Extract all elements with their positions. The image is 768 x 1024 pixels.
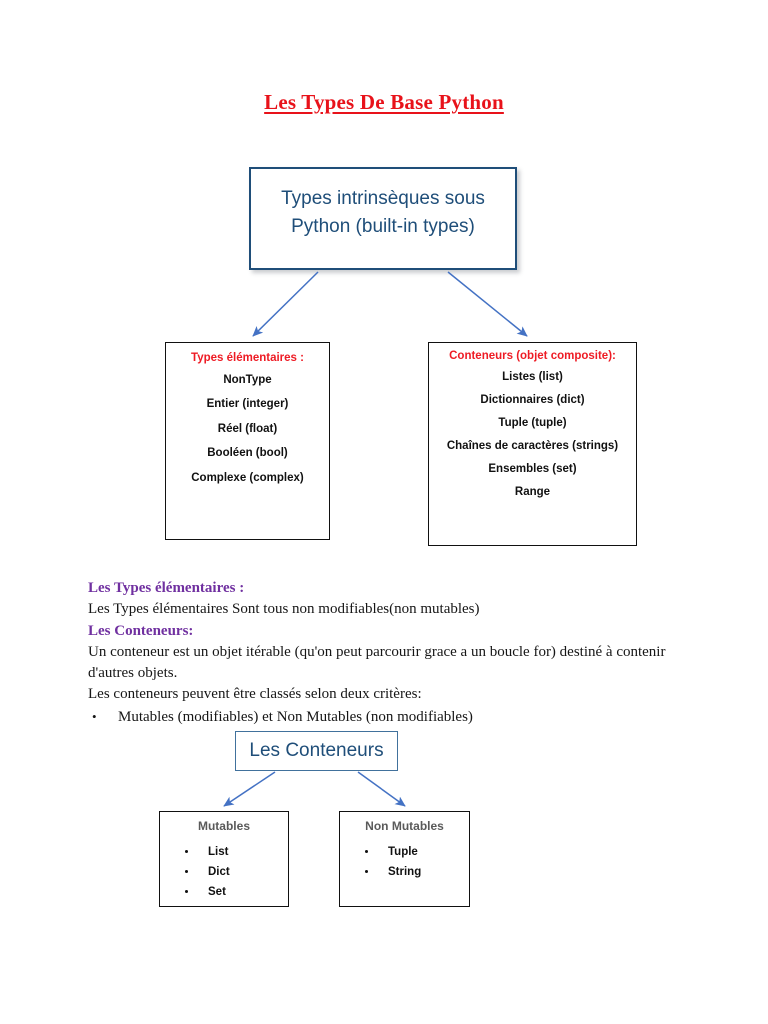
node-builtin-types-label: Types intrinsèques sous Python (built-in… — [281, 185, 485, 252]
containers-item: Listes (list) — [502, 371, 563, 383]
body-text-block: Les Types élémentaires : Les Types éléme… — [88, 578, 688, 728]
containers-item: Ensembles (set) — [488, 463, 577, 475]
node-elementary-types: Types élémentaires : NonType Entier (int… — [165, 342, 330, 540]
bullet-item-text: Mutables (modifiables) et Non Mutables (… — [118, 708, 473, 725]
subheading-containers: Les Conteneurs: — [88, 622, 194, 639]
node-builtin-types: Types intrinsèques sous Python (built-in… — [249, 167, 517, 270]
node-mutables: Mutables List Dict Set — [159, 811, 289, 907]
containers-heading: Conteneurs (objet composite): — [449, 350, 616, 362]
node-containers: Conteneurs (objet composite): Listes (li… — [428, 342, 637, 546]
paragraph-containers-line1: Un conteneur est un objet itérable (qu'o… — [88, 643, 666, 660]
subheading-elementary: Les Types élémentaires : — [88, 580, 245, 596]
bullet-list-item: • Mutables (modifiables) et Non Mutables… — [88, 707, 688, 728]
node-les-conteneurs-label: Les Conteneurs — [249, 740, 384, 761]
elementary-item: Entier (integer) — [206, 398, 289, 410]
containers-item: Tuple (tuple) — [498, 417, 567, 429]
elementary-item: Réel (float) — [217, 422, 278, 435]
elementary-heading: Types élémentaires : — [191, 352, 304, 364]
elementary-item: NonType — [223, 373, 272, 386]
arrow-to-non-mutables — [357, 771, 406, 807]
mutables-item: List — [198, 843, 288, 863]
node-builtin-types-line1: Types intrinsèques sous — [281, 187, 485, 209]
paragraph-containers-line2: d'autres objets. — [88, 665, 178, 682]
node-les-conteneurs: Les Conteneurs — [235, 731, 398, 771]
page-title: Les Types De Base Python — [264, 90, 504, 114]
mutables-heading: Mutables — [197, 819, 250, 833]
arrow-to-elementary — [252, 271, 319, 337]
paragraph-criteria: Les conteneurs peuvent être classés selo… — [88, 686, 422, 703]
elementary-item: Complexe (complex) — [191, 471, 304, 484]
arrow-to-mutables — [223, 771, 276, 807]
containers-item: Range — [514, 486, 551, 498]
arrow-to-containers — [447, 271, 528, 337]
node-builtin-types-line2: Python (built-in types) — [291, 215, 475, 237]
elementary-item: Booléen (bool) — [207, 447, 288, 459]
non-mutables-list: Tuple String — [340, 843, 469, 883]
bullet-marker-icon: • — [92, 708, 97, 724]
containers-item: Chaînes de caractères (strings) — [446, 440, 619, 452]
paragraph-elementary: Les Types élémentaires Sont tous non mod… — [88, 601, 480, 618]
node-non-mutables: Non Mutables Tuple String — [339, 811, 470, 907]
non-mutables-heading: Non Mutables — [365, 819, 444, 833]
non-mutables-item: String — [378, 863, 469, 883]
mutables-item: Set — [198, 883, 288, 903]
mutables-list: List Dict Set — [160, 843, 288, 902]
non-mutables-item: Tuple — [378, 843, 469, 863]
mutables-item: Dict — [198, 863, 288, 883]
containers-item: Dictionnaires (dict) — [480, 394, 585, 406]
